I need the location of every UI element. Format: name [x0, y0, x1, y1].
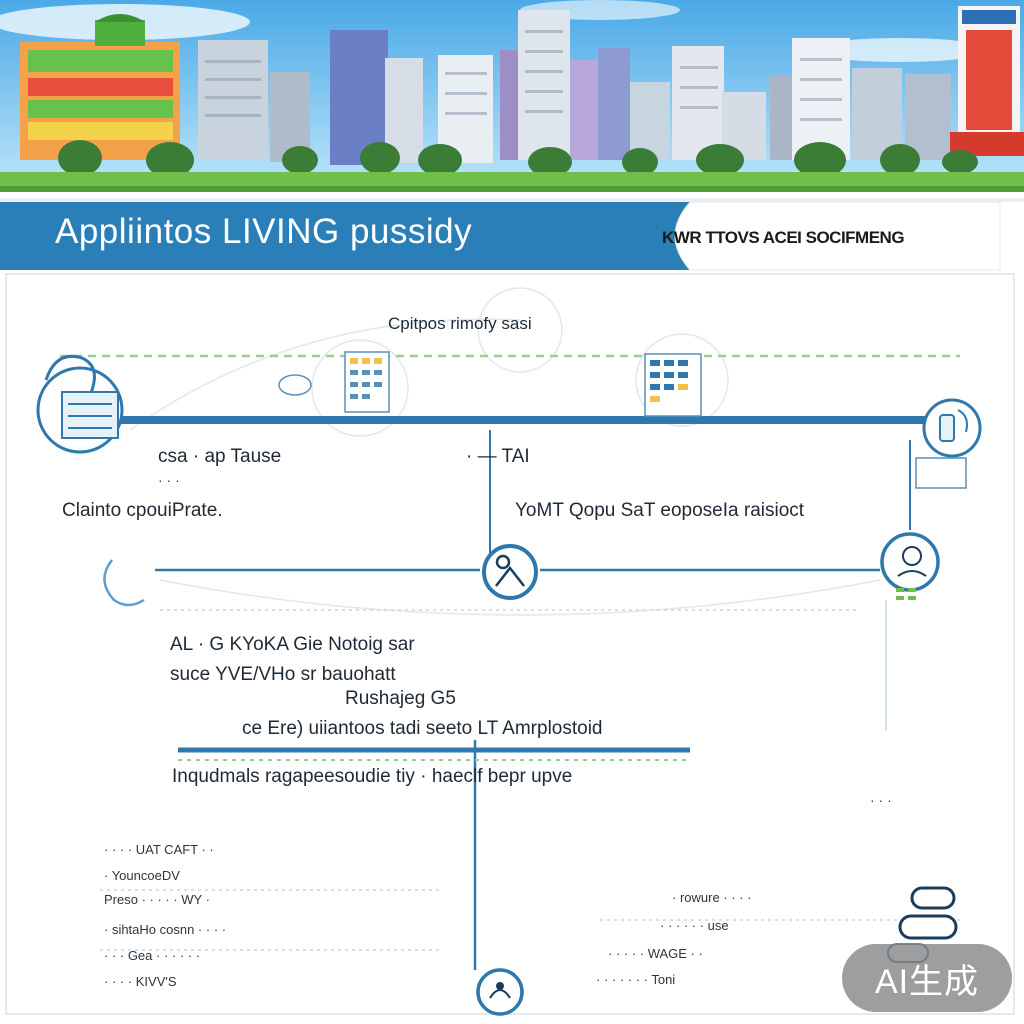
left-heading-2: · · · [158, 472, 180, 488]
center-block-line-2: suce YVE/VHo sr bauohatt [170, 664, 396, 685]
phone-icon [915, 398, 982, 489]
skyline-banner [0, 0, 1024, 192]
process-diagram: Cpitpos rimofy sasi csa · ap Tause · · ·… [0, 270, 1024, 1024]
building-icon-right [644, 353, 702, 417]
list-item: · · · · · · use [660, 918, 729, 933]
page-subtitle: KWR TTOVS ACEI SOCIFMENG [662, 228, 905, 247]
list-item: · rowure · · · · [672, 890, 752, 905]
right-caption: YoMT Qopu SaT eoposeIa raisioct [515, 500, 805, 521]
chat-icon[interactable] [476, 968, 524, 1016]
diagram-frame [5, 273, 1015, 1015]
right-red-tower [950, 6, 1024, 156]
building-icon [278, 351, 390, 413]
dotted-guides [100, 609, 960, 951]
left-heading-1: csa · ap Tause [158, 446, 282, 467]
background-arcs [129, 287, 881, 616]
list-item: · · · Gea · · · · · · [104, 948, 201, 963]
left-colorful-building [20, 14, 180, 160]
center-block-line-5: Inqudmals ragapeesoudie tiy · haeclf bep… [172, 766, 573, 787]
window-stripes [205, 30, 842, 121]
person-icon [36, 354, 124, 454]
list-item: · · · · · WAGE · · [608, 946, 703, 961]
scissors-icon[interactable] [482, 544, 538, 600]
figure-icon[interactable] [880, 532, 940, 600]
tree-row [58, 140, 978, 178]
left-caption: Clainto cpouiPrate. [62, 500, 223, 521]
center-block-line-4: ce Ere) uiiantoos tadi seeto LT Amrplost… [242, 718, 603, 739]
side-note: · · · [870, 792, 892, 808]
center-block-line-1: AL · G KYoKA Gie Notoig sar [170, 634, 415, 655]
ai-generated-badge: AI生成 [842, 944, 1012, 1012]
title-bar [0, 198, 1024, 274]
list-item: · · · · UAT CAFT · · [104, 842, 214, 857]
left-arc-node [103, 559, 145, 607]
center-block-line-3: Rushajeg G5 [345, 688, 456, 709]
list-item: · · · · · · · Toni [596, 972, 676, 987]
list-item: · · · · KIVV'S [104, 974, 177, 989]
list-item: · sihtaHo cosnn · · · · [104, 922, 227, 937]
right-heading: · — TAI [466, 446, 530, 467]
list-item: · YouncoeDV [104, 868, 180, 883]
diagram-top-label: Cpitpos rimofy sasi [388, 314, 532, 333]
list-item: Preso · · · · · WY · [104, 892, 210, 907]
page-title: Appliintos LIVING pussidy [55, 212, 473, 251]
